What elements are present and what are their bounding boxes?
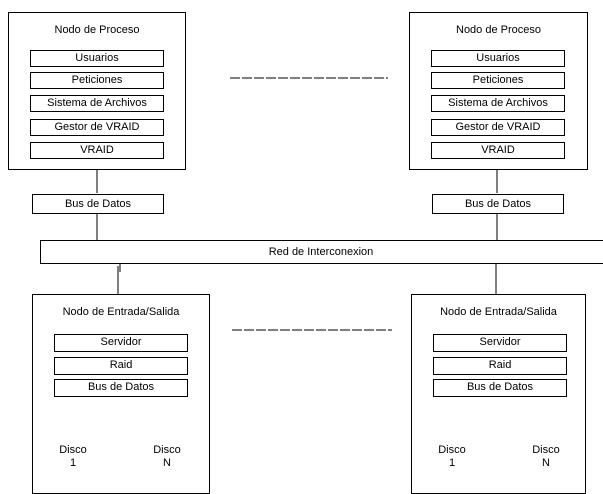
process-node-title: Nodo de Proceso: [456, 24, 541, 36]
layer-vraid: VRAID: [30, 142, 164, 159]
layer-peticiones: Peticiones: [30, 72, 164, 89]
layer-sistema-archivos: Sistema de Archivos: [431, 95, 565, 112]
io-node-right: Nodo de Entrada/Salida Servidor Raid Bus…: [411, 294, 586, 494]
network-label: Red de Interconexion: [268, 246, 374, 258]
io-node-left: Nodo de Entrada/Salida Servidor Raid Bus…: [32, 294, 210, 494]
process-node-right: Nodo de Proceso Usuarios Peticiones Sist…: [409, 12, 588, 170]
layer-usuarios: Usuarios: [431, 50, 565, 67]
layer-bus-de-datos: Bus de Datos: [433, 379, 567, 397]
io-node-title: Nodo de Entrada/Salida: [440, 306, 557, 318]
io-node-title: Nodo de Entrada/Salida: [62, 306, 180, 318]
layer-servidor: Servidor: [54, 334, 188, 352]
layer-vraid: VRAID: [431, 142, 565, 159]
layer-gestor-vraid: Gestor de VRAID: [30, 119, 164, 136]
layer-raid: Raid: [54, 357, 188, 375]
process-node-title: Nodo de Proceso: [54, 24, 140, 36]
bus-de-datos-right: Bus de Datos: [432, 194, 564, 214]
layer-raid: Raid: [433, 357, 567, 375]
bus-de-datos-left: Bus de Datos: [32, 194, 164, 214]
interconnection-network: Red de Interconexion: [40, 240, 603, 264]
layer-sistema-archivos: Sistema de Archivos: [30, 95, 164, 112]
layer-gestor-vraid: Gestor de VRAID: [431, 119, 565, 136]
layer-usuarios: Usuarios: [30, 50, 164, 67]
layer-bus-de-datos: Bus de Datos: [54, 379, 188, 397]
process-node-left: Nodo de Proceso Usuarios Peticiones Sist…: [8, 12, 186, 170]
layer-peticiones: Peticiones: [431, 72, 565, 89]
layer-servidor: Servidor: [433, 334, 567, 352]
